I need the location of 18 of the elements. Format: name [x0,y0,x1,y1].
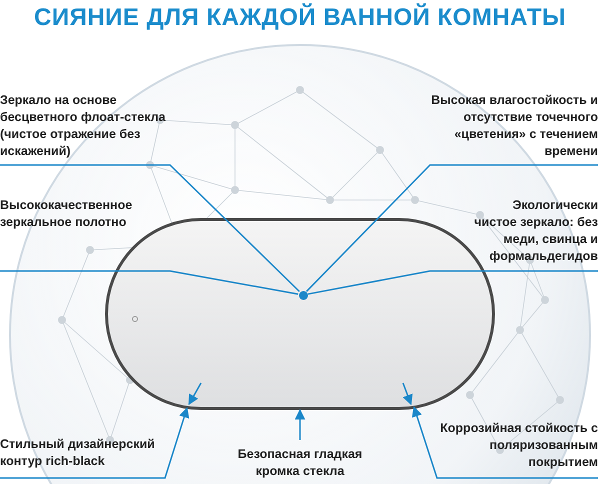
callout-text: Высококачественное зеркальное полотно [0,197,177,271]
heading: СИЯНИЕ ДЛЯ КАЖДОЙ ВАННОЙ КОМНАТЫ [33,4,567,32]
callout-text: Экологически чистое зеркало: без меди, свинца и формальдегидов [470,197,598,271]
leader-line [0,164,300,292]
callout-text: Коррозийная стойкость с поляризованным покрытием [433,420,598,478]
callout-text: Зеркало на основе бесцветного флоат-стекла (чистое отражение без искажений) [0,92,177,165]
callout-text: Высокая влагостойкость и отсутствие точечного «цветения» с течением времени [418,92,598,165]
callout-text: Стильный дизайнерский контур rich-black [0,436,192,478]
leader-line [308,270,598,295]
marker-dot [298,290,308,300]
arrow [412,406,598,479]
arrow [188,382,202,406]
arrow [402,382,413,406]
arrow [294,408,306,440]
leader-line [0,270,298,295]
arrow [0,407,190,479]
leader-line [306,164,598,292]
callout-text: Безопасная гладкая кромка стекла [225,440,375,482]
